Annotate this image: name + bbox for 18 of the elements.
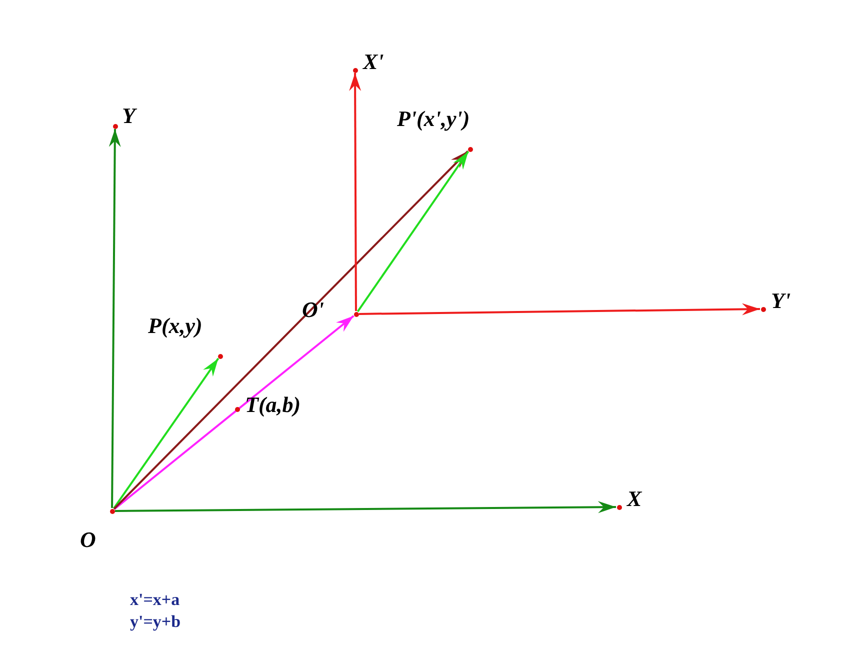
equation: y'=y+b: [130, 612, 181, 632]
point-label: P'(x',y'): [397, 107, 470, 131]
vector-arrow: [114, 315, 354, 510]
point-label: Y': [771, 289, 791, 313]
equation: x'=x+a: [130, 590, 180, 610]
vector-arrow: [108, 129, 121, 508]
point-label: Y: [122, 104, 136, 128]
vector-arrow: [115, 501, 616, 514]
vector-arrow: [112, 358, 220, 510]
vector-arrow: [356, 150, 470, 312]
vector-arrow: [113, 150, 469, 510]
edge-label: T(a,b): [233, 393, 301, 417]
point-label: X': [363, 50, 384, 74]
point-label: P(x,y): [148, 314, 202, 338]
point-label: O: [80, 528, 96, 552]
point-label: X: [627, 487, 642, 511]
vector-arrow: [358, 303, 760, 316]
vector-arrow: [349, 73, 362, 311]
